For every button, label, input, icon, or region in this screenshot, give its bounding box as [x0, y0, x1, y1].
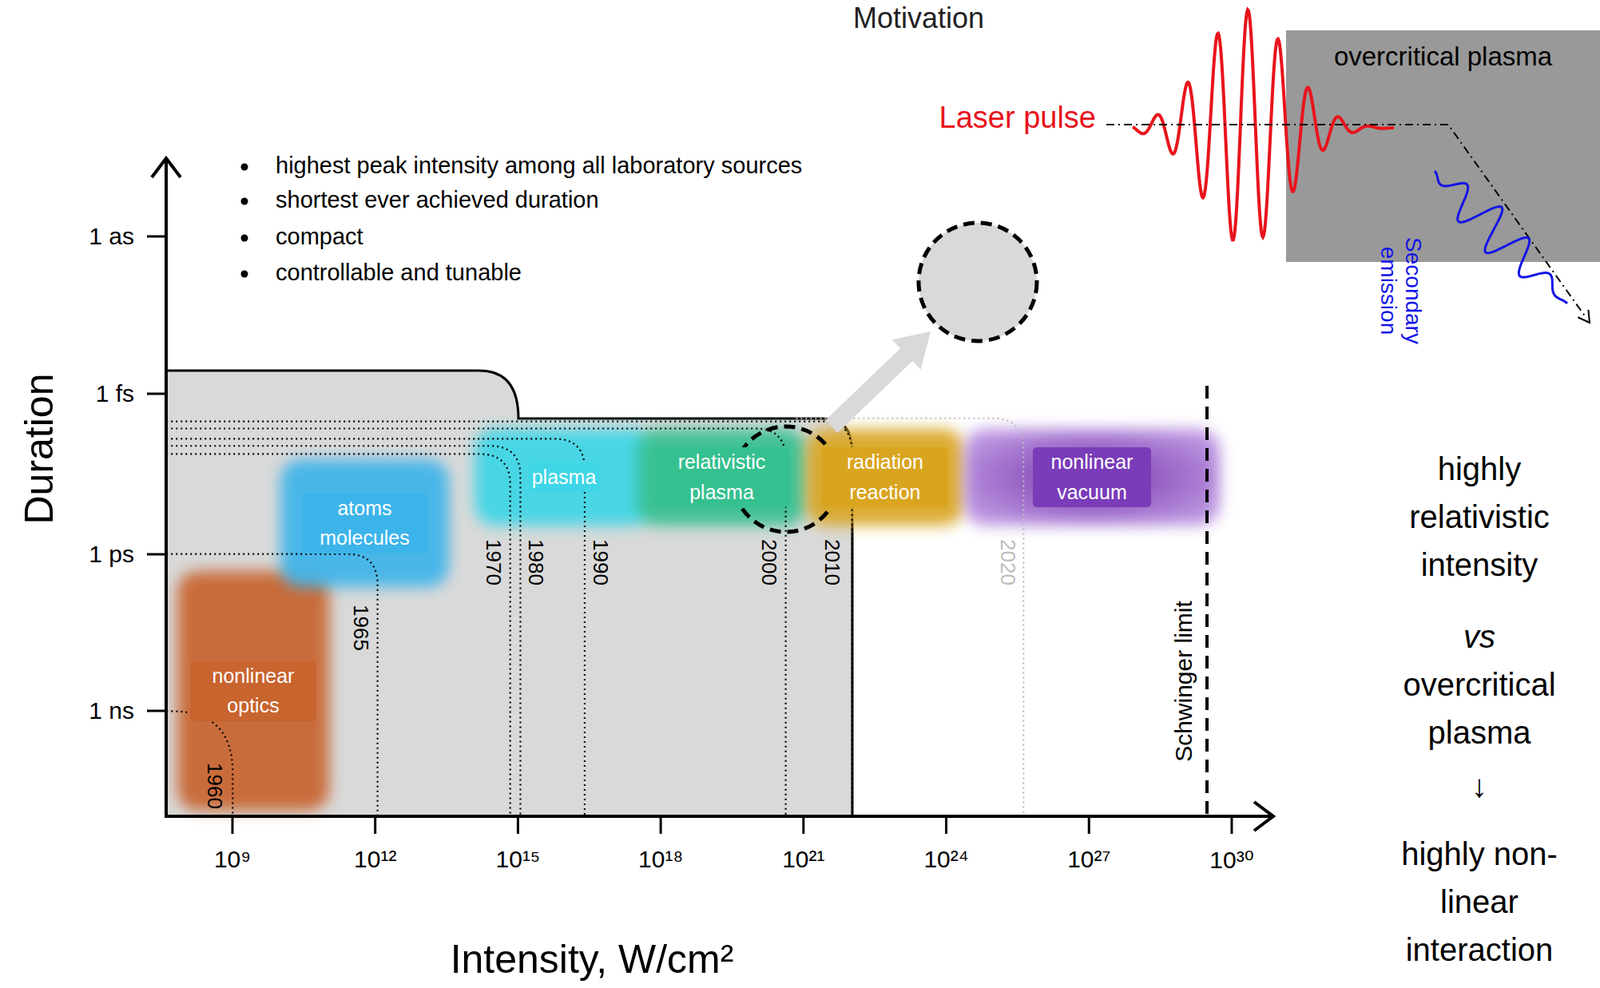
- axis-tick: [801, 816, 805, 834]
- region-fill: [637, 428, 806, 526]
- chart-plot: [166, 370, 853, 817]
- axis-tick: [1230, 816, 1233, 834]
- limit-label: Schwinger limit: [1170, 600, 1198, 763]
- tick-label: 1 fs: [95, 380, 135, 408]
- year-label: 1970: [480, 539, 506, 586]
- tick-label: 10²⁷: [1067, 845, 1111, 874]
- achieved-region: [166, 370, 853, 817]
- schwinger-line: [1205, 385, 1209, 817]
- tick-label: 10³⁰: [1209, 845, 1254, 874]
- regime-label: atoms molecules: [301, 493, 429, 554]
- bullet-dot: [241, 270, 249, 278]
- region-fill: [964, 428, 1220, 526]
- target-regime-circle: [918, 222, 1037, 342]
- physics-regime-region: nonlinear optics: [177, 571, 330, 811]
- bullet-dot: [241, 234, 249, 243]
- year-frontier-line: [166, 438, 585, 817]
- year-label: 2000: [756, 539, 782, 586]
- side-note: highly relativistic intensity: [1363, 444, 1596, 589]
- region-fill: [805, 428, 965, 526]
- side-note: ↓: [1471, 768, 1488, 805]
- year-frontier-line: [166, 453, 510, 817]
- secondary-emission-wave: [1434, 170, 1568, 304]
- regime-label: nonlinear optics: [190, 661, 317, 722]
- tick-label: 1 ps: [88, 540, 135, 568]
- physics-regime-region: radiation reaction: [805, 428, 965, 526]
- beam-arrowhead: [1577, 309, 1590, 323]
- bullet-text: compact: [275, 223, 364, 251]
- axis-tick: [659, 816, 663, 834]
- axis-tick: [146, 710, 167, 713]
- tick-label: 10²⁴: [923, 845, 969, 874]
- regime-label: nonlinear vacuum: [1032, 447, 1152, 508]
- year-frontier-line: [166, 445, 521, 817]
- region-blobs: [177, 428, 1220, 811]
- axis-title: Intensity, W/cm²: [450, 936, 735, 983]
- laser-label: Laser pulse: [939, 100, 1096, 135]
- side-note: vs: [1463, 619, 1496, 656]
- tick-label: 1 as: [88, 222, 135, 251]
- region-fill: [280, 459, 449, 588]
- year-frontier-line: [166, 421, 852, 817]
- bullet-dot: [241, 198, 249, 206]
- physics-regime-region: plasma: [474, 428, 654, 526]
- emission-label: Secondary emission: [1375, 226, 1426, 355]
- regime-label: radiation reaction: [821, 447, 949, 508]
- tick-label: 10¹⁸: [638, 845, 683, 874]
- axis-arrow: [151, 158, 181, 178]
- physics-regime-region: nonlinear vacuum: [964, 428, 1220, 526]
- progress-arrow: [825, 331, 931, 433]
- region-outline: [166, 370, 853, 817]
- axis-arrow: [1254, 801, 1274, 831]
- year-label: 1960: [202, 762, 227, 810]
- axis-tick: [231, 816, 235, 834]
- bullet-dot: [241, 163, 249, 171]
- bullet-text: highest peak intensity among all laborat…: [275, 152, 802, 179]
- bullet-text: controllable and tunable: [275, 259, 522, 286]
- region-fill: [177, 571, 330, 811]
- year-label: 1965: [348, 604, 374, 652]
- tick-label: 1 ns: [88, 697, 135, 725]
- physics-regime-region: relativistic plasma: [637, 428, 806, 526]
- year-label: 1990: [587, 539, 613, 586]
- tick-label: 10¹²: [353, 845, 397, 874]
- axis-title: Duration: [15, 373, 63, 525]
- laser-plasma-illustration: [1106, 9, 1600, 323]
- axis-line: [166, 158, 1274, 817]
- axis-tick: [146, 553, 167, 556]
- tick-label: 10²¹: [782, 845, 825, 874]
- regime-label: plasma: [528, 462, 600, 493]
- plasma-slab: [1286, 30, 1600, 263]
- year-frontier-line: [795, 418, 1024, 817]
- side-note: overcritical plasma: [1363, 660, 1596, 757]
- axis-tick: [146, 393, 167, 396]
- axis-tick: [146, 235, 167, 239]
- axis-tick: [944, 816, 948, 834]
- axis-tick: [373, 816, 377, 834]
- axis-tick: [516, 816, 520, 834]
- plasma-slab-fill: [1286, 30, 1600, 263]
- physics-regime-region: atoms molecules: [280, 459, 449, 588]
- tick-label: 10⁹: [214, 845, 251, 874]
- regime-label: relativistic plasma: [655, 447, 790, 508]
- year-label: 2010: [819, 539, 845, 586]
- region-fill: [474, 428, 654, 526]
- year-frontiers: [166, 418, 1024, 817]
- slab-label: overcritical plasma: [1286, 30, 1600, 72]
- beam-path: [1106, 124, 1586, 318]
- year-label: 2020: [995, 539, 1021, 586]
- tick-label: 10¹⁵: [496, 845, 541, 874]
- plasma-slab-box: overcritical plasma: [1286, 30, 1600, 263]
- slide-title: Motivation: [853, 1, 985, 36]
- side-note: highly non-linear interaction: [1363, 829, 1596, 974]
- year-frontier-line: [166, 710, 233, 817]
- year-frontier-line: [166, 554, 378, 817]
- axis-tick: [1087, 816, 1091, 834]
- axes: [146, 158, 1274, 834]
- year-label: 1980: [523, 539, 548, 586]
- bullet-text: shortest ever achieved duration: [275, 186, 600, 214]
